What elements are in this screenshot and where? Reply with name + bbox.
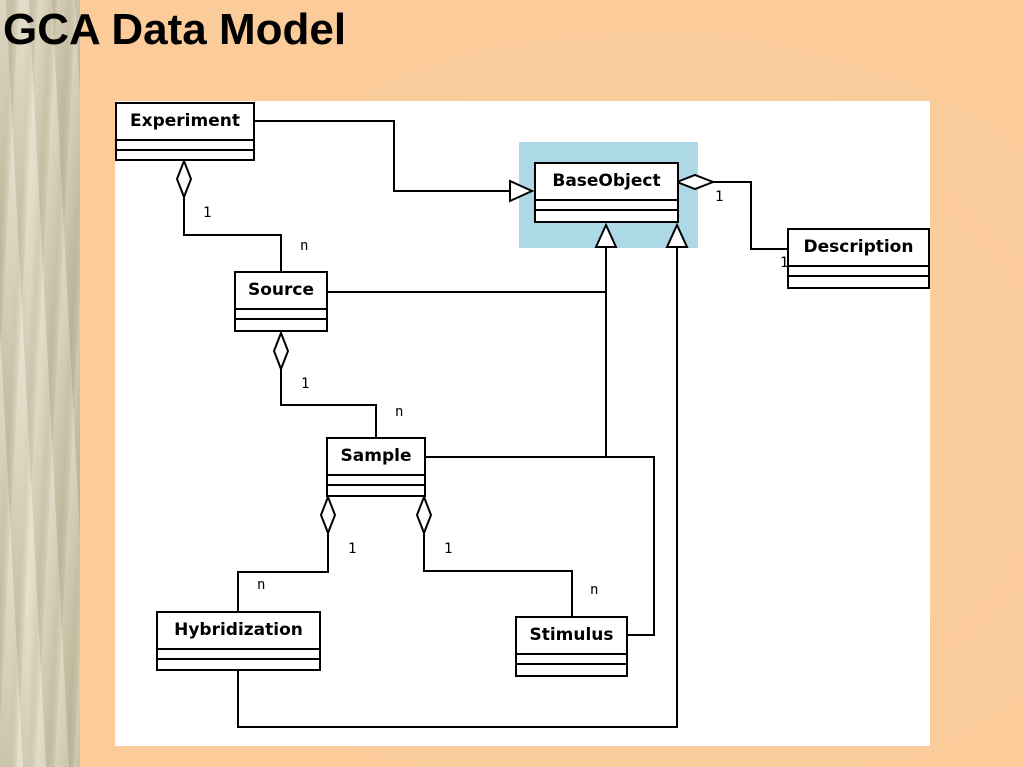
class-source-name: Source [236, 273, 326, 310]
base-right-triangle [665, 222, 689, 248]
mult-sample-stim-one: 1 [444, 541, 453, 557]
base-object-diamond [674, 173, 716, 191]
class-stimulus-attributes [517, 655, 626, 665]
base-left-triangle [594, 222, 618, 248]
class-stimulus-name: Stimulus [517, 618, 626, 655]
sample-stimulus-aggregation [423, 533, 573, 616]
sample-right-diamond [415, 494, 433, 536]
class-description-attributes [789, 267, 928, 277]
class-hybridization-name: Hybridization [158, 613, 319, 650]
class-sample: Sample [326, 437, 426, 497]
class-stimulus: Stimulus [515, 616, 628, 677]
source-sample-aggregation [280, 369, 377, 437]
sample-left-diamond [319, 494, 337, 536]
class-sample-attributes [328, 476, 424, 486]
mult-description-one: 1 [780, 255, 789, 271]
source-diamond [272, 330, 290, 372]
class-sample-name: Sample [328, 439, 424, 476]
class-base-object-attributes [536, 201, 677, 211]
mult-experiment-many: n [300, 238, 309, 254]
mult-source-many: n [395, 404, 404, 420]
class-base-object: BaseObject [534, 162, 679, 223]
class-description: Description [787, 228, 930, 289]
experiment-generalization-line [255, 120, 510, 192]
wood-texture-sidebar [0, 0, 80, 767]
class-experiment: Experiment [115, 102, 255, 161]
sample-generalization-line [425, 456, 655, 465]
hybridization-generalization-line [237, 247, 678, 728]
class-source: Source [234, 271, 328, 332]
slide-title: GCA Data Model [3, 5, 347, 54]
uml-connectors [175, 120, 788, 728]
sample-hybridization-aggregation [237, 533, 329, 611]
mult-hyb-many: n [257, 577, 266, 593]
uml-diagram: Experiment BaseObject Description Source… [115, 101, 930, 746]
experiment-diamond [175, 158, 193, 200]
class-hybridization-attributes [158, 650, 319, 660]
mult-stim-many: n [590, 582, 599, 598]
experiment-source-aggregation [183, 197, 282, 271]
mult-sample-hyb-one: 1 [348, 541, 357, 557]
class-hybridization: Hybridization [156, 611, 321, 671]
class-experiment-name: Experiment [117, 104, 253, 141]
mult-base-one: 1 [715, 189, 724, 205]
mult-experiment-one: 1 [203, 205, 212, 221]
experiment-triangle [509, 179, 535, 203]
class-experiment-attributes [117, 141, 253, 151]
base-description-aggregation [713, 181, 788, 250]
stimulus-generalization-line [606, 456, 655, 636]
class-description-name: Description [789, 230, 928, 267]
class-base-object-name: BaseObject [536, 164, 677, 201]
class-source-attributes [236, 310, 326, 320]
mult-source-one: 1 [301, 376, 310, 392]
